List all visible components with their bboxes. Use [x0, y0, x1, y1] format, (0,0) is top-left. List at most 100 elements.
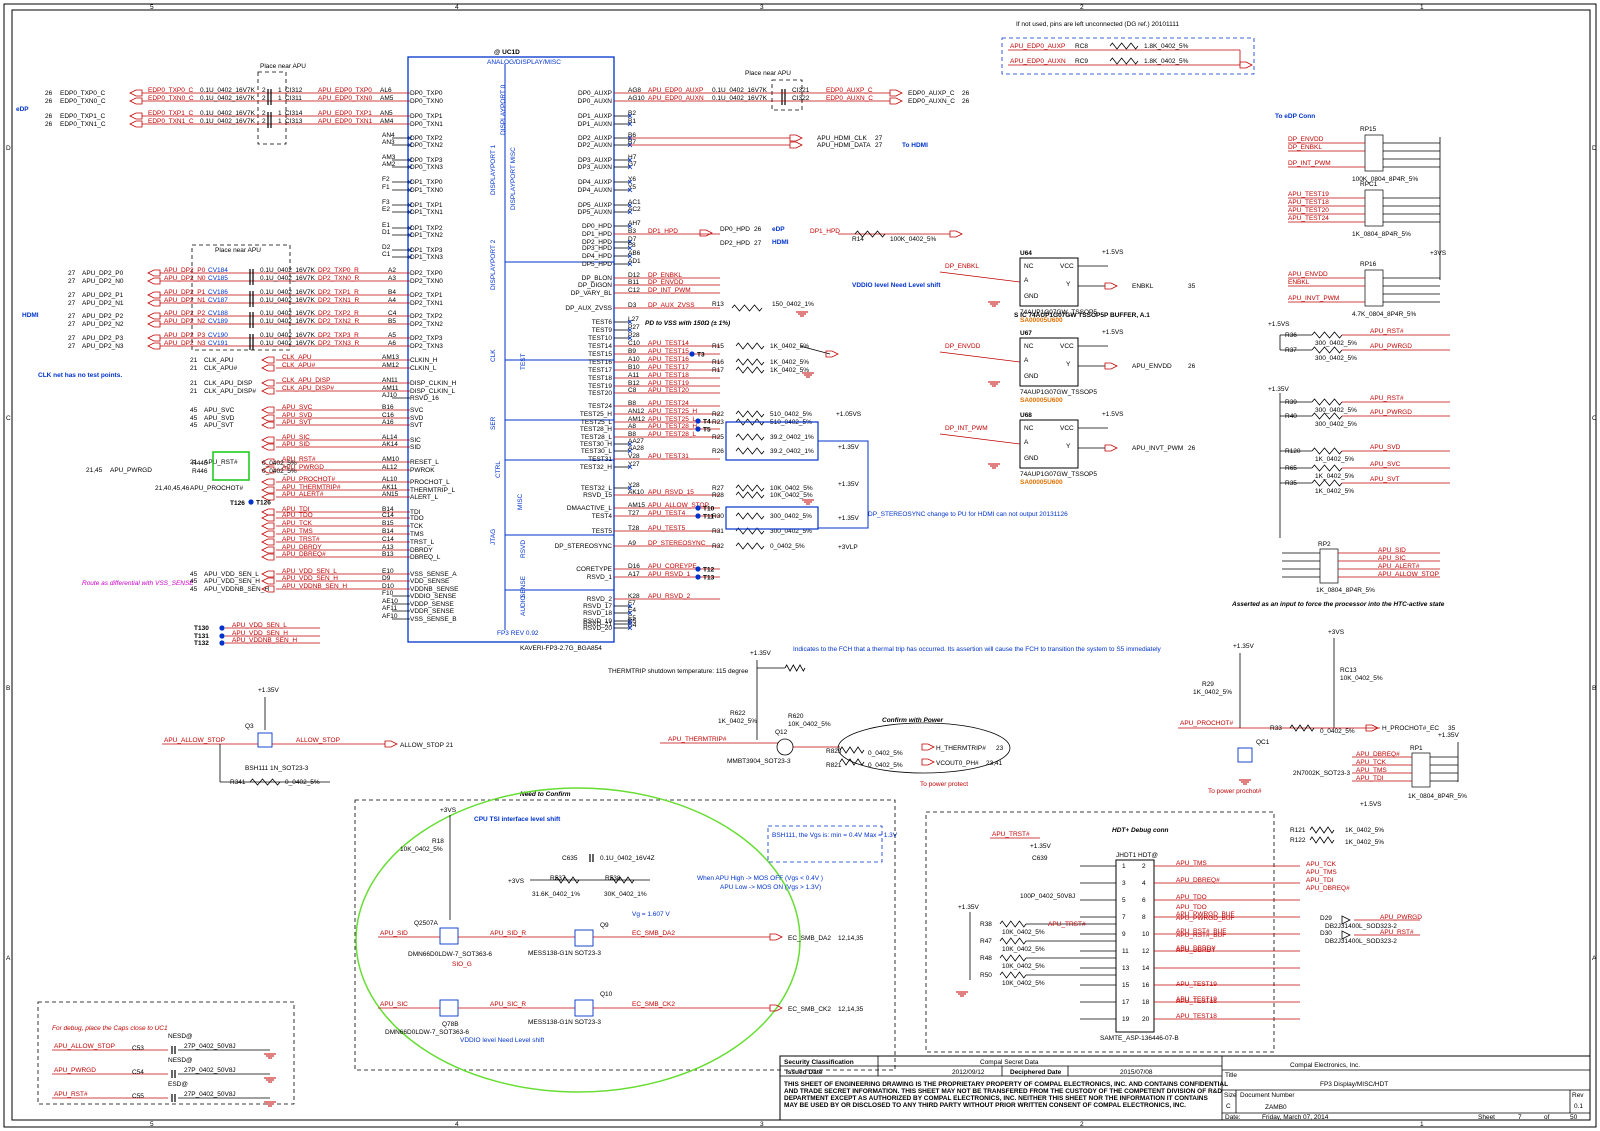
buffer-pin: VCC — [1060, 263, 1074, 270]
hdt-right-net: APU_RST#_BUF — [1176, 928, 1226, 935]
ic-pin-number: AC1 — [628, 199, 641, 206]
buffer-pin: A — [1024, 277, 1029, 284]
buffer-pin: GND — [1024, 293, 1039, 300]
hdmi-net-label: APU_DP2_N3 — [82, 343, 124, 350]
ic-pin-name: DP1_TXN3 — [410, 254, 443, 261]
hdt-res-ref: R38 — [980, 921, 992, 928]
ic-pin-name: PROCHOT_L — [410, 479, 450, 486]
ic-section-label: DISPLAYPORT 0 — [500, 84, 507, 135]
misc-red-net: APU_PWRGD — [282, 464, 324, 471]
r620-symbol — [784, 664, 806, 672]
r538-val: 30K_0402_1% — [604, 891, 647, 898]
ic-pin-number: AG10 — [628, 95, 645, 102]
offpage-connector — [261, 508, 275, 516]
sheet-num: 7 — [1518, 1114, 1522, 1121]
qc1-part: 2N7002K_SOT23-3 — [1293, 770, 1350, 777]
ic-pin-number: AA27 — [628, 438, 644, 445]
ic-pin-number: F7 — [628, 600, 636, 607]
test-rail-connector — [825, 350, 839, 358]
pullup-ref: R36 — [1285, 332, 1297, 339]
offpage-connector — [261, 443, 275, 451]
rp1-net: APU_TDI — [1356, 775, 1384, 782]
buffer-pin: Y — [1066, 361, 1071, 368]
ic-pin-number: AG8 — [628, 87, 641, 94]
ic-pin-name: DISP_CLKIN_L — [410, 388, 456, 395]
rc13-ref: RC13 — [1340, 667, 1357, 674]
ic-pin-number: D7 — [628, 236, 637, 243]
misc-red-net: CLK_APU# — [282, 362, 316, 369]
pullup-resistor — [1311, 447, 1343, 455]
r341-symbol — [249, 778, 281, 786]
ic-pin-name: DMAACTIVE_L — [567, 505, 613, 512]
deciphered-date: 2015/07/08 — [1120, 1069, 1153, 1076]
pin-number: 1 — [278, 87, 282, 94]
no-connect-mark — [407, 202, 413, 208]
edp-apu-net: APU_EDP0_TXN1 — [318, 118, 373, 125]
thermtrip-out2: VCOUT0_PH# — [936, 760, 979, 767]
rp-ref: RPC1 — [1360, 181, 1378, 188]
grid-row-label: A — [6, 955, 11, 962]
offpage-connector — [769, 933, 783, 941]
no-connect-mark — [407, 179, 413, 185]
debug-cap-net: APU_PWRGD — [54, 1067, 96, 1074]
q10-mosfet — [574, 999, 594, 1017]
ic-pin-name: TEST15 — [588, 351, 612, 358]
aux-page: 26 — [962, 90, 970, 97]
q9-ref: Q9 — [600, 922, 609, 929]
r121-val: 1K_0402_5% — [1345, 827, 1384, 834]
edp-cap-value: 0.1U_0402_16V7K — [200, 110, 256, 117]
ic-section-label: TEST — [520, 353, 527, 370]
ic-pin-number: AF10 — [382, 613, 398, 620]
ic-pin-name: TEST4 — [592, 513, 613, 520]
offpage-connector — [1104, 444, 1118, 452]
edp-page-ref: 26 — [45, 90, 53, 97]
pullup-val: 1K_0402_5% — [1315, 456, 1354, 463]
security-label: Security Classification — [784, 1059, 854, 1066]
uc-part: KAVERI-FP3-2.7G_BGA854 — [520, 645, 602, 652]
test-res-val: 510_0402_5% — [770, 411, 812, 418]
ic-pin-name: DP4_AUXN — [578, 187, 613, 194]
ic-pin-name: DP1_TXP1 — [410, 202, 443, 209]
ic-pin-number: C14 — [382, 536, 394, 543]
ic-pin-name: DP2_TXN0 — [410, 278, 443, 285]
ic-pin-number: AN11 — [382, 377, 398, 384]
hdt-pin-even: 14 — [1142, 965, 1150, 972]
offpage-connector — [261, 553, 275, 561]
grid-column-label: 2 — [1080, 4, 1084, 11]
test-res-val: 39.2_0402_1% — [770, 434, 814, 441]
hdmi-label: HDMI — [22, 312, 39, 319]
rail-label: +3VS — [1430, 250, 1447, 257]
prochot-out-page: 35 — [1448, 725, 1456, 732]
ic-pin-number: AN4 — [382, 132, 395, 139]
ic-section-label: RSVD — [520, 540, 527, 558]
asserted-note: Asserted as an input to force the proces… — [1231, 601, 1445, 608]
ic-pin-name: RSVD_16 — [410, 395, 439, 402]
ic-pin-number: A16 — [382, 419, 394, 426]
ic-pin-name: DP1_TXP3 — [410, 247, 443, 254]
rc-net: APU_EDP0_AUXN — [1010, 58, 1066, 65]
edp-cap-value: 0.1U_0402_16V7K — [200, 118, 256, 125]
edp-net-label: EDP0_TXP1_C — [60, 113, 105, 120]
rp2-net: APU_ALLOW_STOP — [1378, 571, 1439, 578]
no-connect-mark — [407, 135, 413, 141]
ic-pin-number: A4 — [388, 297, 396, 304]
q9-mosfet — [574, 929, 594, 947]
ic-pin-name: DP2_TXN2 — [410, 321, 443, 328]
hdmi-page-ref: 27 — [68, 292, 76, 299]
ic-pin-name: RESET_L — [410, 459, 439, 466]
misc-net-label: CLK_APU_DISP — [204, 380, 252, 387]
ic-pin-number: B8 — [628, 400, 636, 407]
qc1-mosfet — [1237, 747, 1253, 763]
edp-cap-ref: CI313 — [285, 118, 303, 125]
offpage-connector — [889, 89, 903, 97]
hdt-pin-odd: 5 — [1122, 897, 1126, 904]
ic-pin-number: A9 — [628, 540, 636, 547]
no-connect-mark — [627, 239, 633, 245]
ic-pin-name: DP5_HPD — [582, 261, 612, 268]
test-resistor — [735, 342, 765, 350]
aux-net: EDP0_AUXN_C — [908, 98, 955, 105]
rp2-ref: RP2 — [1318, 541, 1331, 548]
ic-pin-number: D1 — [382, 229, 391, 236]
test-resistor — [735, 491, 765, 499]
ground-symbol — [988, 301, 1000, 307]
